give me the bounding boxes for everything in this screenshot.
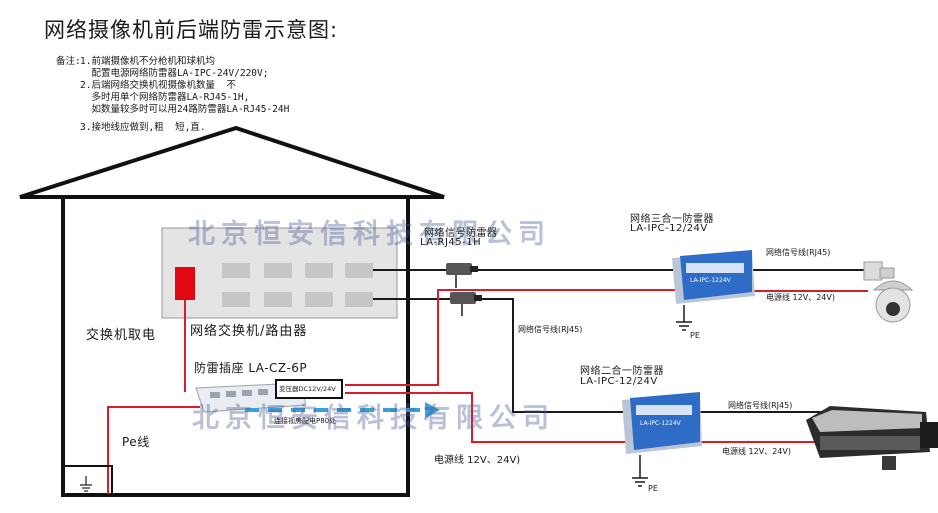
signal-lines (373, 269, 868, 413)
surge-socket-label: 防雷插座 LA-CZ-6P (194, 361, 308, 375)
building-roof (19, 125, 445, 199)
notes-label: 备注: (56, 56, 81, 67)
page-title: 网络摄像机前后端防雷示意图: (44, 18, 339, 42)
triple-arrester-device (672, 250, 755, 331)
pe-top-label: PE (690, 331, 700, 340)
building-wall (61, 197, 410, 497)
rj45-arrester-bottom (450, 292, 482, 316)
note-line-4: 多时用单个网络防雷器LA-RJ45-1H, (80, 92, 250, 103)
flow-arrow (245, 402, 440, 418)
note-line-1: 1.前端摄像机不分枪机和球机均 (80, 56, 215, 67)
triple-arrester-model: LA-IPC-12/24V (630, 223, 708, 234)
power-adapter (275, 379, 343, 399)
ground-icon (80, 476, 92, 492)
switch-power-label: 交换机取电 (86, 328, 157, 343)
switch-ports (222, 263, 373, 307)
adapter-label: 变压器DC12V/24V (279, 385, 336, 393)
power-line-top-label: 电源线 12V、24V) (766, 293, 835, 302)
double-arrester-device (622, 392, 702, 487)
adapter-note: 连接视房配电P80处 (274, 417, 337, 425)
double-arrester-model: LA-IPC-12/24V (580, 376, 658, 387)
note-line-3: 2.后端网络交换机视摄像机数量 不 (80, 80, 236, 91)
rj45-arrester-model: LA-RJ45-1H (420, 237, 482, 248)
note-line-5: 如数量较多时可以用24路防雷器LA-RJ45-24H (80, 104, 290, 115)
pe-line-label: Pe线 (122, 435, 150, 449)
double-arrester-name: 网络二合一防雷器 (580, 366, 664, 377)
rj45-arrester-top (446, 263, 478, 288)
power-line-left-label: 电源线 12V、24V) (434, 455, 521, 466)
switch-power-indicator (175, 267, 195, 300)
ground-box (63, 465, 113, 496)
bullet-camera-icon (806, 406, 938, 470)
signal-line-top-label: 网络信号线(RJ45) (766, 248, 831, 257)
watermark-bottom: 北京恒安信科技有限公司 (192, 403, 555, 434)
note-line-6: 3.接地线应做到,粗 短,直. (80, 122, 206, 133)
watermark-top: 北京恒安信科技有限公司 (188, 219, 551, 250)
signal-line-mid-label: 网络信号线(RJ45) (518, 325, 583, 334)
signal-line-bottom-label: 网络信号线(RJ45) (728, 401, 793, 410)
note-line-2: 配置电源网络防雷器LA-IPC-24V/220V; (80, 68, 269, 79)
triple-device-brand: LA-IPC-1224V (690, 277, 731, 284)
double-device-brand: LA-IPC-1224V (640, 420, 681, 427)
switch-router-label: 网络交换机/路由器 (190, 324, 308, 339)
pe-bottom-label: PE (648, 484, 658, 493)
dome-camera-icon (863, 261, 914, 323)
triple-arrester-name: 网络三合一防雷器 (630, 214, 714, 225)
power-line-bottom-label: 电源线 12V、24V) (722, 447, 791, 456)
rj45-arrester-name: 网络信号防雷器 (424, 228, 498, 239)
